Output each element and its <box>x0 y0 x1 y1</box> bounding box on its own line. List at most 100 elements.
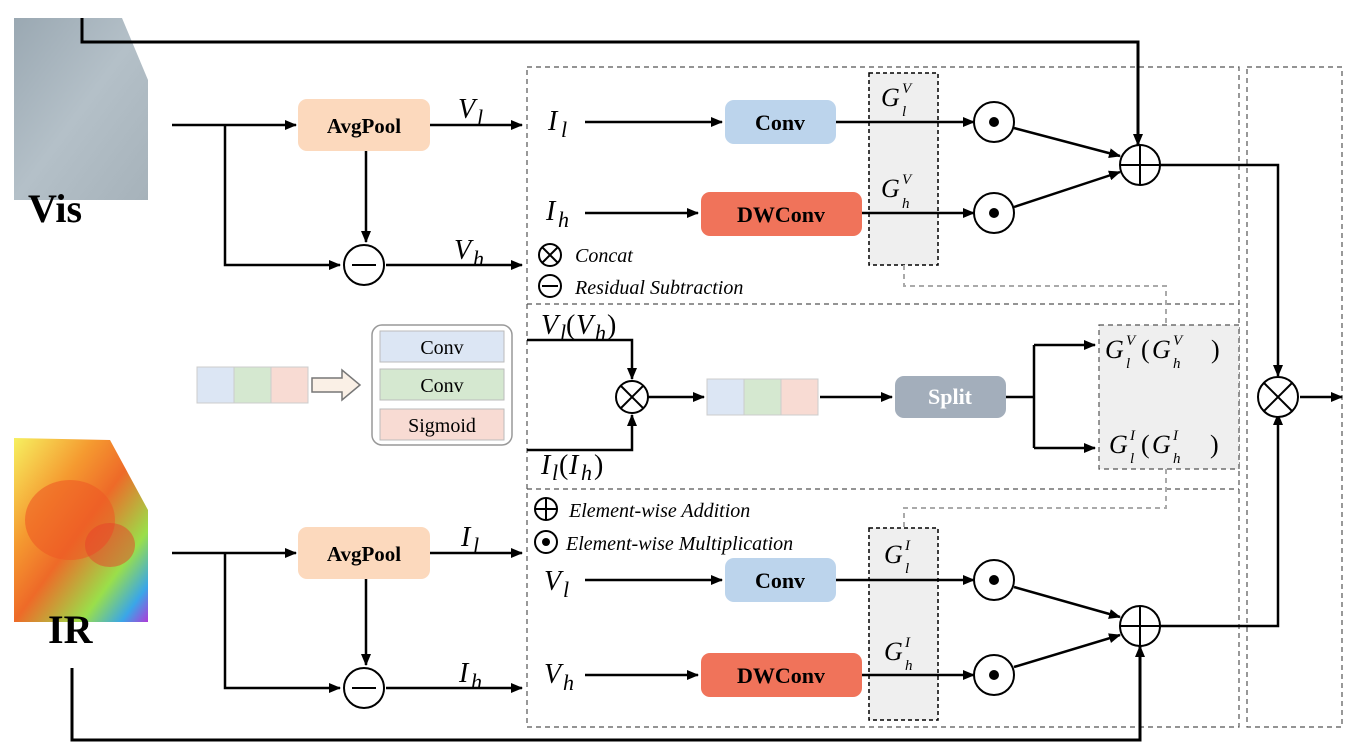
skip-ir <box>70 645 1145 742</box>
svg-text:h: h <box>1173 451 1181 467</box>
svg-text:G: G <box>881 83 900 112</box>
svg-text:I: I <box>547 106 559 137</box>
svg-text:h: h <box>905 658 913 674</box>
add-vis-icon <box>1119 144 1161 186</box>
legend-add-icon <box>534 497 558 521</box>
svg-text:h: h <box>595 320 606 345</box>
svg-text:G: G <box>884 540 903 569</box>
label-Vh-top: V h <box>454 235 484 271</box>
vis-connectors <box>172 117 1283 377</box>
split-output-panel <box>1098 324 1240 470</box>
svg-text:V: V <box>454 235 474 266</box>
gate-module-icon <box>196 324 513 446</box>
label-Il-Ih-mid: I l ( I h ) <box>540 450 603 485</box>
svg-text:h: h <box>902 196 910 212</box>
legend-multiply-icon <box>534 530 558 554</box>
avgpool-vis-block <box>298 99 430 151</box>
svg-text:V: V <box>541 310 561 341</box>
svg-text:V: V <box>902 172 913 188</box>
legend-concat-label: Concat <box>575 245 633 267</box>
svg-text:V: V <box>902 81 913 97</box>
add-ir-icon <box>1119 605 1161 647</box>
concat-feature-stack <box>706 378 819 416</box>
gate-panel-ir <box>868 527 939 721</box>
svg-text:(: ( <box>1141 430 1150 459</box>
svg-text:I: I <box>545 196 557 227</box>
label-Vl-top: V l <box>458 94 483 130</box>
gate-sigmoid-label: Sigmoid <box>408 415 476 437</box>
svg-text:h: h <box>563 670 574 695</box>
svg-text:l: l <box>561 117 567 142</box>
vis-image <box>14 18 148 200</box>
label-Ih-top: I h <box>545 196 569 232</box>
svg-text:l: l <box>563 577 569 602</box>
avgpool-vis-label: AvgPool <box>327 114 401 138</box>
conv-vis-label: Conv <box>755 110 805 135</box>
label-GIh-bottom: G I h <box>884 635 913 674</box>
label-Il-bottom: I l <box>460 522 479 558</box>
subtract-ir-icon <box>343 667 385 709</box>
svg-text:I: I <box>904 635 911 651</box>
label-Vh-bottom: V h <box>544 659 574 695</box>
legend-residual-label: Residual Subtraction <box>574 277 743 299</box>
label-GIl-GIh-split: G I l ( G I h ) <box>1109 428 1219 467</box>
svg-text:V: V <box>1126 333 1137 349</box>
svg-text:l: l <box>560 320 566 345</box>
svg-text:G: G <box>1105 335 1124 364</box>
svg-text:l: l <box>1130 451 1134 467</box>
label-Ih-bottom: I h <box>458 658 482 694</box>
svg-text:I: I <box>1129 428 1136 444</box>
label-GVl-top: G V l <box>881 81 913 120</box>
gate-conv2-label: Conv <box>420 375 463 397</box>
svg-text:): ) <box>1210 430 1219 459</box>
gate-conv1-label: Conv <box>420 337 463 359</box>
dwconv-ir-label: DWConv <box>737 663 825 688</box>
svg-text:): ) <box>594 450 603 481</box>
fuse-concat-icon <box>1257 376 1299 418</box>
conv-vis-block <box>725 100 836 144</box>
label-Il-top: I l <box>547 106 567 142</box>
label-Vl-Vh-mid: V l ( V h ) <box>541 310 616 345</box>
svg-text:I: I <box>1172 428 1179 444</box>
ir-image <box>14 438 148 622</box>
dwconv-vis-block <box>701 192 862 236</box>
skip-vis <box>80 18 1143 146</box>
svg-text:G: G <box>1152 335 1171 364</box>
concat-icon <box>615 380 649 414</box>
svg-text:G: G <box>884 637 903 666</box>
split-block <box>895 376 1006 418</box>
svg-text:V: V <box>544 566 564 597</box>
svg-text:G: G <box>1109 430 1128 459</box>
avgpool-ir-label: AvgPool <box>327 542 401 566</box>
gate-link-bottom <box>903 469 1167 528</box>
svg-text:h: h <box>1173 356 1181 372</box>
dwconv-vis-label: DWConv <box>737 202 825 227</box>
svg-text:h: h <box>581 460 592 485</box>
legend-concat-icon <box>538 243 562 267</box>
avgpool-ir-block <box>298 527 430 579</box>
svg-text:I: I <box>540 450 552 481</box>
svg-text:V: V <box>458 94 478 125</box>
ir-connectors <box>172 413 1283 693</box>
svg-text:I: I <box>568 450 580 481</box>
svg-text:): ) <box>607 310 616 341</box>
conv-ir-label: Conv <box>755 568 805 593</box>
vis-label: Vis <box>28 186 82 231</box>
svg-text:G: G <box>1152 430 1171 459</box>
legend-multiplication-label: Element-wise Multiplication <box>565 533 793 555</box>
svg-text:V: V <box>544 659 564 690</box>
svg-text:l: l <box>477 105 483 130</box>
svg-text:I: I <box>904 538 911 554</box>
svg-text:V: V <box>576 310 596 341</box>
subtract-vis-icon <box>343 244 385 286</box>
svg-text:h: h <box>473 246 484 271</box>
multiply-dots <box>989 117 999 680</box>
middle-connectors <box>527 338 1343 453</box>
conv-ir-block <box>725 558 836 602</box>
svg-text:I: I <box>458 658 470 689</box>
svg-text:(: ( <box>566 310 575 341</box>
dwconv-ir-block <box>701 653 862 697</box>
label-Vl-bottom: V l <box>544 566 569 602</box>
